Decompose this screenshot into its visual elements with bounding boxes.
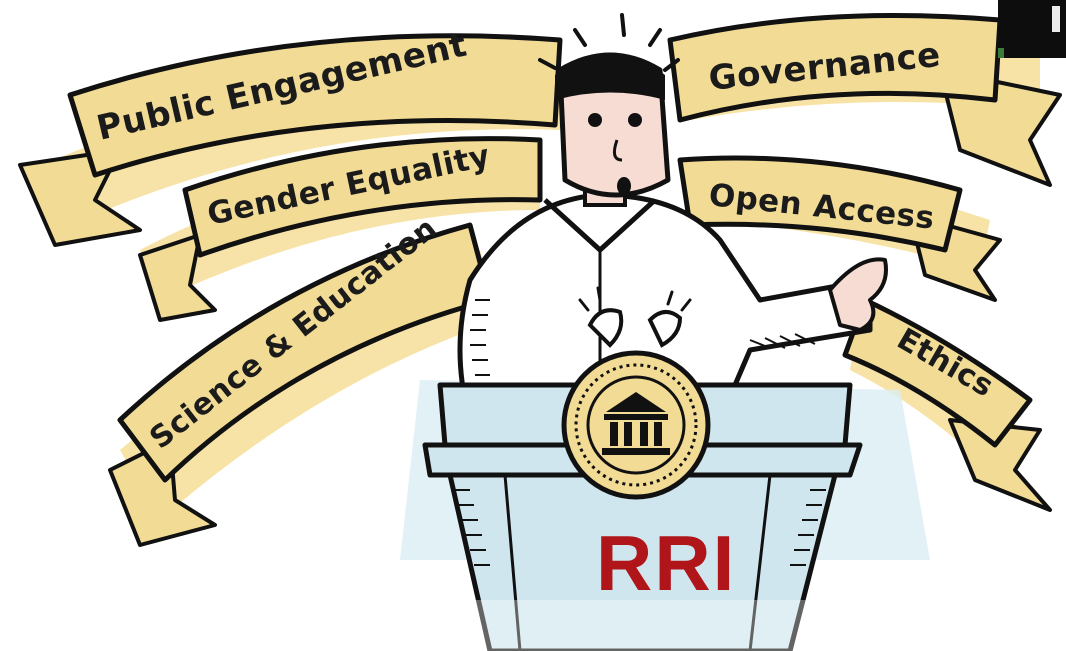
left-eye [588,113,602,127]
banner-gender-equality: Gender Equality [138,136,543,322]
bottom-fade [0,600,1066,651]
corner-badge-mark [1052,6,1060,32]
banner-open-access: Open Access [677,155,1002,302]
attention-marks [538,13,680,72]
corner-badge [998,0,1066,58]
banner-governance: Governance [667,13,1062,187]
banner-ethics: Ethics [842,297,1052,512]
emblem-seal [561,350,711,500]
podium [422,382,863,651]
corner-badge-accent [998,48,1004,58]
speaker-figure [457,13,888,423]
mouth [617,177,631,195]
institution-building-icon [602,392,670,455]
rri-label: RRI [596,519,736,607]
right-eye [628,113,642,127]
